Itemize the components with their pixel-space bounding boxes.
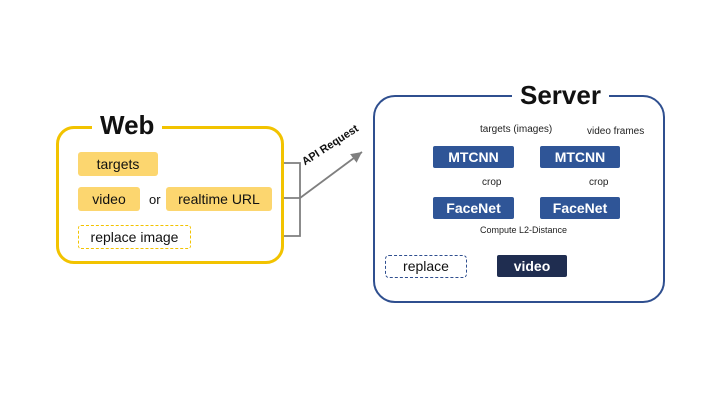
crop-left-label: crop (482, 177, 502, 188)
targets-chip: targets (78, 152, 158, 176)
facenet-right-node: FaceNet (540, 197, 620, 219)
or-label: or (149, 192, 161, 207)
facenet-left-node: FaceNet (433, 197, 514, 219)
video-frames-label: video frames (587, 126, 645, 137)
replace-node: replace (385, 255, 467, 278)
mtcnn-left-node: MTCNN (433, 146, 514, 168)
video-output-node: video (497, 255, 567, 277)
mtcnn-right-node: MTCNN (540, 146, 620, 168)
realtime-url-chip: realtime URL (166, 187, 272, 211)
video-chip: video (78, 187, 140, 211)
crop-right-label: crop (589, 177, 609, 188)
targets-images-label: targets (images) (480, 124, 553, 135)
server-title: Server (512, 80, 609, 110)
web-title: Web (92, 110, 163, 140)
replace-image-chip: replace image (78, 225, 191, 249)
compute-l2-label: Compute L2-Distance (480, 225, 568, 235)
